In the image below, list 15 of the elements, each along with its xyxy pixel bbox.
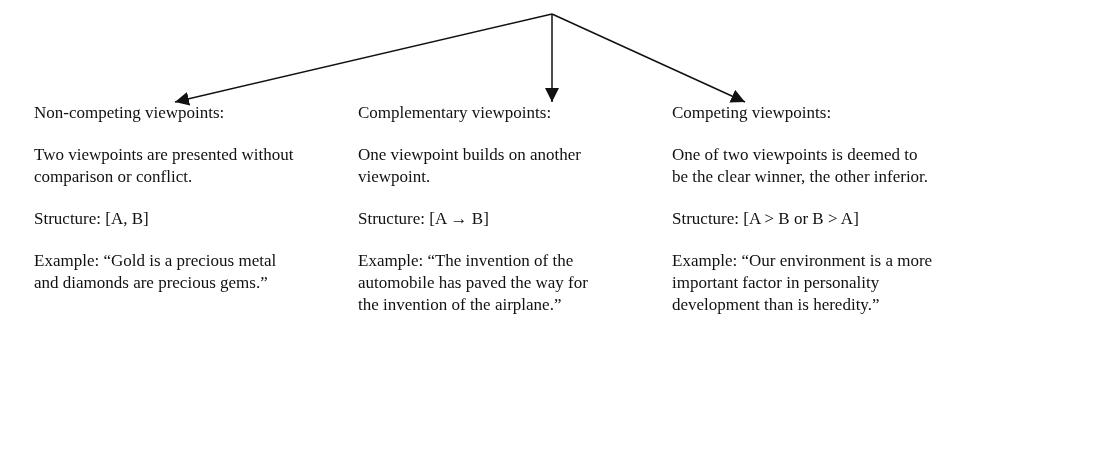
arrow <box>174 13 553 106</box>
column-heading: Non-competing viewpoints: <box>34 102 226 124</box>
structure-text: Structure: [A > B or B > A] <box>672 208 860 230</box>
column-heading: Complementary viewpoints: <box>358 102 553 124</box>
example-text: Example: “Our environment is a more important factor in personality development than is heredity.” <box>672 250 934 316</box>
example-text: Example: “Gold is a precious metal and diamonds are precious gems.” <box>34 250 278 294</box>
description-text: One viewpoint builds on another viewpoint. <box>358 144 582 188</box>
example-text: Example: “The invention of the automobile has paved the way for the invention of the airplane.” <box>358 250 589 316</box>
structure-text: Structure: [A → B] <box>358 208 490 230</box>
arrow <box>545 13 559 103</box>
arrow <box>551 13 746 103</box>
structure-text: Structure: [A, B] <box>34 208 150 230</box>
description-text: Two viewpoints are presented without comparison or conflict. <box>34 144 295 188</box>
description-text: One of two viewpoints is deemed to be the clear winner, the other inferior. <box>672 144 930 188</box>
column-heading: Competing viewpoints: <box>672 102 833 124</box>
